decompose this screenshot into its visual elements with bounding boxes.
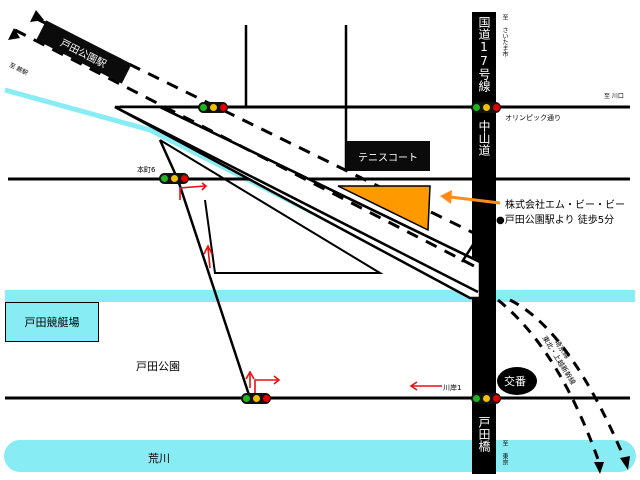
track-arrow-se-1 bbox=[594, 462, 604, 474]
company-building bbox=[337, 185, 431, 232]
toda-boat-course bbox=[5, 290, 635, 302]
signal-red-light bbox=[262, 395, 270, 402]
company-pointer-line bbox=[449, 195, 501, 205]
traffic-signal-olympic-east bbox=[471, 102, 501, 113]
traffic-signal-park bbox=[241, 393, 271, 404]
park-label: 戸田公園 bbox=[136, 360, 180, 373]
park-inner-road bbox=[159, 139, 384, 274]
track-arrow-se-2 bbox=[620, 456, 630, 470]
railway-cross bbox=[460, 239, 478, 263]
todabashi-label: 戸田橋 bbox=[477, 416, 491, 452]
signal-yellow-light bbox=[170, 175, 178, 182]
arakawa-label: 荒川 bbox=[148, 452, 170, 465]
route17-label: 国道17号線 bbox=[477, 16, 491, 92]
signal-green-light bbox=[472, 395, 480, 402]
signal-green-light bbox=[199, 104, 207, 111]
signal-yellow-light bbox=[252, 395, 260, 402]
tennis-court-label: テニスコート bbox=[346, 141, 430, 171]
railway-southeast-1 bbox=[497, 298, 602, 466]
nakasendo-label: 中山道 bbox=[477, 120, 491, 156]
to-saitama-label: 至 さいたま市 bbox=[501, 14, 508, 57]
railway-edge bbox=[114, 105, 479, 294]
traffic-signal-kawagishi bbox=[471, 393, 501, 404]
signal-yellow-light bbox=[482, 104, 490, 111]
track-arrow-nw-1 bbox=[8, 28, 20, 40]
koban-label: 交番 bbox=[504, 375, 526, 388]
company-name: 株式会社エム・ビー・ビー bbox=[505, 200, 625, 211]
signal-red-light bbox=[492, 104, 500, 111]
track-arrow-nw-2 bbox=[30, 10, 44, 22]
signal-green-light bbox=[242, 395, 250, 402]
railway-edge-2 bbox=[159, 105, 481, 264]
signal-green-light bbox=[160, 175, 168, 182]
company-pointer-head bbox=[440, 190, 452, 204]
railway-southeast-2 bbox=[509, 298, 627, 461]
koban-marker bbox=[497, 367, 537, 395]
signal-red-light bbox=[492, 395, 500, 402]
traffic-signal-olympic-west bbox=[198, 102, 228, 113]
honcho-signal-label: 本町6 bbox=[137, 166, 156, 174]
signal-green-light bbox=[472, 104, 480, 111]
olympic-street-label: オリンピック通り bbox=[505, 114, 561, 122]
walk-time: ●戸田公園駅より 徒歩5分 bbox=[496, 215, 615, 226]
to-kawaguchi-label: 至 川口 bbox=[604, 93, 624, 100]
kawagishi-signal-label: 川岸1 bbox=[443, 384, 462, 392]
arakawa-river bbox=[4, 440, 636, 472]
signal-yellow-light bbox=[209, 104, 217, 111]
signal-red-light bbox=[219, 104, 227, 111]
boat-course-label: 戸田競艇場 bbox=[5, 302, 99, 342]
direction-arrows bbox=[179, 182, 442, 393]
to-tokyo-label: 至 東京 bbox=[501, 440, 508, 465]
signal-yellow-light bbox=[482, 395, 490, 402]
signal-red-light bbox=[180, 175, 188, 182]
traffic-signal-honcho bbox=[159, 173, 189, 184]
